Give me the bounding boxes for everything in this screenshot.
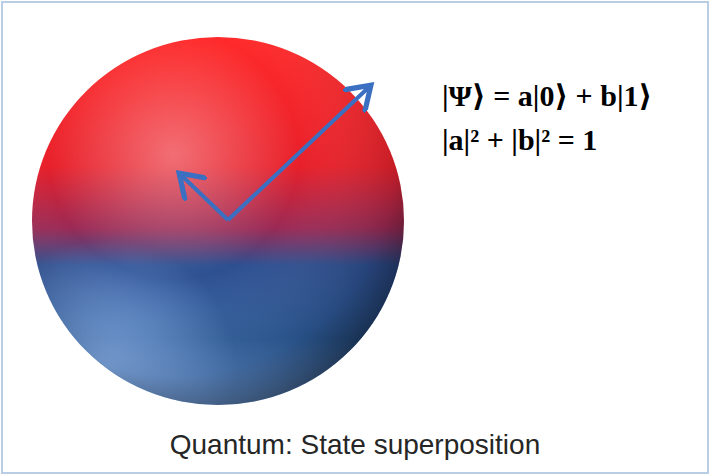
formula: |Ψ⟩ = a|0⟩ + b|1⟩ xyxy=(442,78,652,114)
sphere-glow xyxy=(32,37,404,405)
state-vector xyxy=(182,176,228,220)
sphere xyxy=(32,37,404,405)
sphere-shading xyxy=(32,37,404,405)
caption: Quantum: State superposition xyxy=(170,428,540,462)
state-vector xyxy=(228,88,368,220)
formula: |a|² + |b|² = 1 xyxy=(442,122,597,158)
